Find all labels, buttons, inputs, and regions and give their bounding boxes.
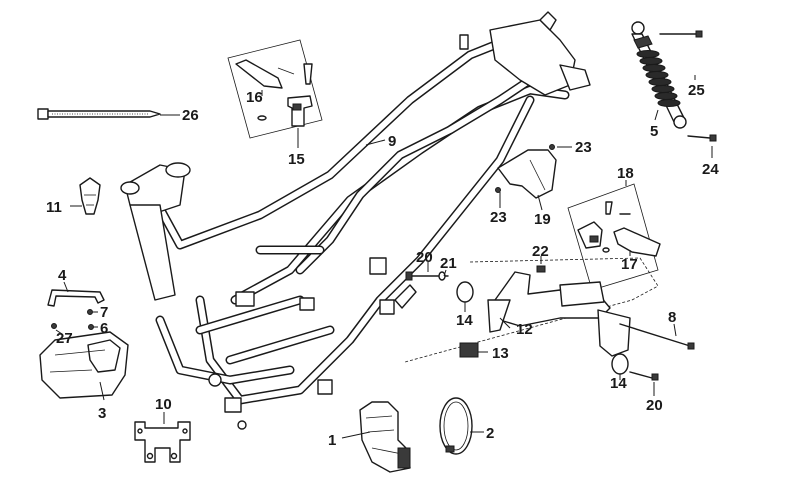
callout-20-upper: 20: [416, 249, 433, 266]
main-frame: [120, 11, 591, 430]
callout-2: 2: [486, 425, 494, 442]
callout-19: 19: [534, 211, 551, 228]
callout-15: 15: [288, 151, 305, 168]
cable-tie-part: [37, 108, 161, 120]
callout-14-right: 14: [610, 375, 627, 392]
callout-1: 1: [328, 432, 336, 449]
callout-5: 5: [650, 123, 658, 140]
callout-11: 11: [46, 199, 62, 216]
box-cover-part: [39, 331, 129, 399]
callout-7: 7: [100, 304, 108, 321]
clip-part: [79, 177, 101, 215]
callout-10: 10: [155, 396, 172, 413]
callout-labels: 26 11 4 7 6 27 3 10 1 2 9 25 5 24 23 23 …: [46, 82, 719, 449]
callout-13: 13: [492, 345, 509, 362]
callout-25: 25: [688, 82, 705, 99]
callout-8: 8: [668, 309, 676, 326]
callout-26: 26: [182, 107, 199, 124]
callout-20-lower: 20: [646, 397, 663, 414]
mount-plate-part: [134, 421, 191, 463]
callout-12: 12: [516, 321, 533, 338]
callout-18: 18: [617, 165, 634, 182]
callout-4: 4: [58, 267, 67, 284]
callout-16: 16: [246, 89, 263, 106]
leader-lines: [55, 75, 713, 439]
shock-bolts: [659, 30, 717, 142]
callout-3: 3: [98, 405, 106, 422]
callout-14-left: 14: [456, 312, 473, 329]
callout-6: 6: [100, 320, 108, 337]
strap-bracket-part: [47, 289, 105, 307]
stand-assembly: [404, 257, 695, 381]
shock-absorber-part: [631, 21, 687, 129]
group-box-15: [227, 39, 323, 139]
callout-17: 17: [621, 256, 638, 273]
callout-9: 9: [388, 133, 396, 150]
callout-23-lower: 23: [490, 209, 507, 226]
callout-22: 22: [532, 243, 549, 260]
group-box-18: [567, 183, 661, 291]
bracket-plate-part: [495, 144, 557, 199]
callout-27: 27: [56, 330, 73, 347]
callout-21: 21: [440, 255, 457, 272]
callout-24: 24: [702, 161, 719, 178]
small-fasteners: [51, 309, 94, 330]
callout-23-upper: 23: [575, 139, 592, 156]
ring-clamp-part: [439, 397, 473, 455]
air-duct-part: [359, 401, 411, 473]
